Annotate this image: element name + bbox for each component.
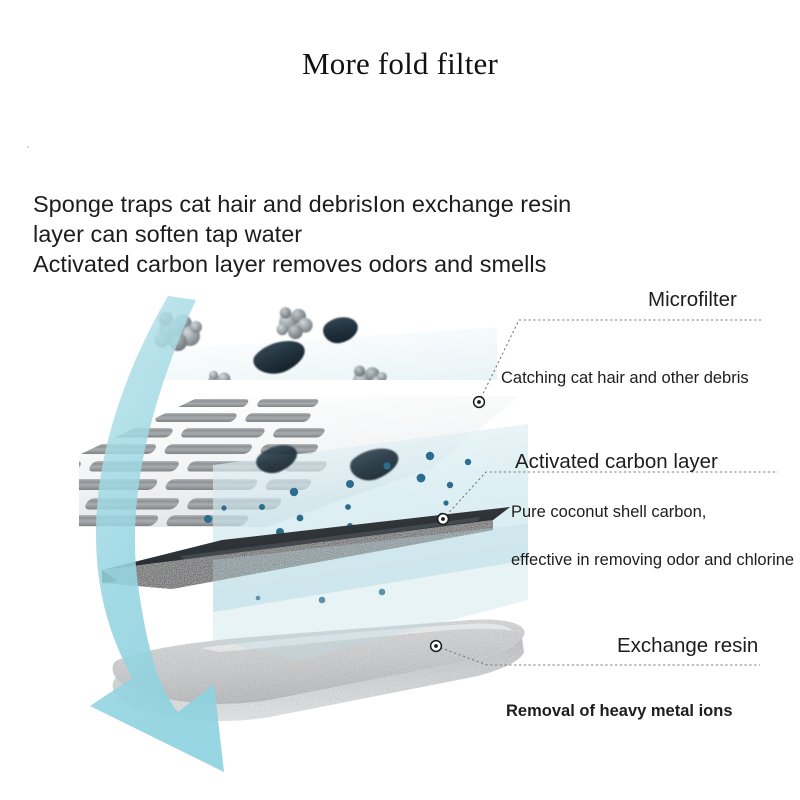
callout-target-markers bbox=[429, 395, 486, 653]
intro-line-1: Sponge traps cat hair and debrisIon exch… bbox=[33, 191, 572, 217]
intro-line-2: layer can soften tap water bbox=[33, 221, 303, 247]
target-marker-icon bbox=[429, 639, 443, 653]
page-title: More fold filter bbox=[301, 46, 499, 81]
target-marker-icon bbox=[472, 395, 486, 409]
intro-description: Sponge traps cat hair and debrisIon exch… bbox=[33, 189, 773, 279]
water-plane-upper bbox=[133, 327, 497, 465]
callout-subtitle-exchange-resin: Removal of heavy metal ions bbox=[506, 702, 733, 720]
callout-subtitle-activated-carbon-line2: effective in removing odor and chlorine bbox=[511, 551, 795, 569]
activated-carbon-layer bbox=[102, 507, 510, 589]
target-marker-icon bbox=[436, 512, 450, 526]
debris-cluster-icon bbox=[154, 312, 202, 351]
debris-cluster-icon bbox=[204, 370, 236, 397]
callout-title-activated-carbon: Activated carbon layer bbox=[515, 450, 718, 473]
water-plane-lower bbox=[213, 524, 528, 660]
contaminant-particles-group bbox=[154, 307, 387, 397]
debris-cluster-icon bbox=[276, 307, 313, 340]
bacteria-icon bbox=[253, 341, 305, 374]
callout-title-microfilter: Microfilter bbox=[648, 288, 737, 311]
callout-title-exchange-resin: Exchange resin bbox=[617, 634, 759, 657]
callout-subtitle-microfilter: Catching cat hair and other debris bbox=[501, 369, 749, 387]
decorative-speck bbox=[27, 146, 29, 148]
water-flow-arrow bbox=[90, 296, 224, 772]
intro-line-3: Activated carbon layer removes odors and… bbox=[33, 251, 547, 277]
trapped-bacteria-group bbox=[256, 445, 399, 481]
exchange-resin-sponge-layer bbox=[112, 619, 525, 722]
water-dots-group bbox=[204, 451, 472, 536]
bacteria-icon bbox=[323, 317, 358, 344]
water-dots-lower-group bbox=[255, 588, 386, 604]
water-plane-middle bbox=[213, 424, 528, 612]
mesh-slots bbox=[0, 399, 327, 526]
debris-cluster-icon bbox=[350, 365, 387, 397]
callout-subtitle-activated-carbon-line1: Pure coconut shell carbon, bbox=[511, 503, 707, 521]
